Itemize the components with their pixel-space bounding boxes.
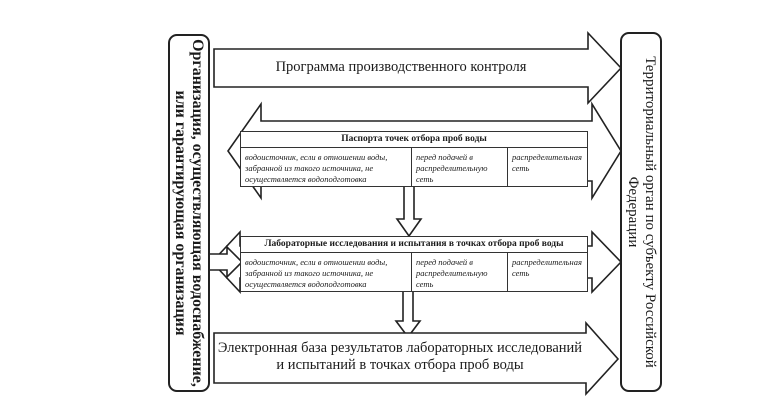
- lab-table-row: водоисточник, если в отношении воды, заб…: [241, 253, 587, 291]
- territorial-authority-label: Территориальный орган по субъекту Россий…: [625, 56, 658, 368]
- passports-table: Паспорта точек отбора проб воды водоисто…: [240, 131, 588, 187]
- left-to-lab-arrow: [207, 245, 244, 279]
- lab-table-title: Лабораторные исследования и испытания в …: [241, 237, 587, 253]
- down-arrow-lower: [394, 290, 422, 339]
- database-arrow: [213, 320, 620, 397]
- lab-cell-source: водоисточник, если в отношении воды, заб…: [241, 253, 412, 291]
- program-label: Программа производственного контроля: [275, 59, 527, 75]
- passports-table-title: Паспорта точек отбора проб воды: [241, 132, 587, 148]
- program-arrow: [213, 30, 623, 106]
- water-supply-organization-label: Организация, осуществляющая водоснабжени…: [172, 39, 206, 387]
- lab-cell-network: распределительная сеть: [512, 257, 582, 278]
- database-label: Электронная база результатов лабораторны…: [217, 340, 583, 373]
- passports-cell-network: распределительная сеть: [512, 152, 582, 173]
- down-arrow-upper: [395, 185, 423, 238]
- passports-table-row: водоисточник, если в отношении воды, заб…: [241, 148, 587, 186]
- passports-cell-before-network: перед подачей в распределительную сеть: [412, 148, 508, 186]
- water-supply-organization-box: Организация, осуществляющая водоснабжени…: [168, 34, 210, 392]
- territorial-authority-box: Территориальный орган по субъекту Россий…: [620, 32, 662, 392]
- passports-cell-source: водоисточник, если в отношении воды, заб…: [241, 148, 412, 186]
- lab-cell-before-network: перед подачей в распределительную сеть: [412, 253, 508, 291]
- lab-table: Лабораторные исследования и испытания в …: [240, 236, 588, 292]
